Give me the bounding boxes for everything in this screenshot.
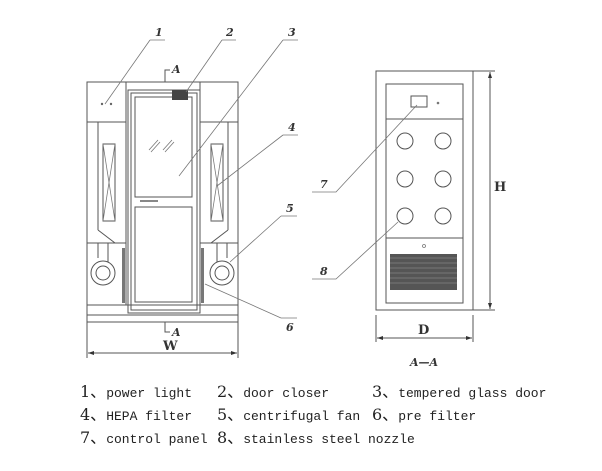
legend-item-3: 3、tempered glass door: [372, 382, 547, 401]
callout-5: 5: [286, 202, 294, 215]
section-marker-top: A: [171, 63, 181, 76]
legend-item-4: 4、HEPA filter: [80, 405, 193, 424]
callout-1: 1: [155, 26, 163, 39]
callout-3: 3: [288, 26, 296, 39]
legend-item-6: 6、pre filter: [372, 405, 477, 424]
callout-4: 4: [288, 121, 296, 134]
legend-item-8: 8、stainless steel nozzle: [217, 428, 415, 447]
callout-8: 8: [320, 265, 328, 278]
callout-2: 2: [225, 26, 234, 39]
glass-door: [127, 89, 201, 314]
door-closer: [172, 90, 188, 100]
pre-filter-left: [122, 248, 125, 303]
pre-filter-right: [201, 248, 204, 303]
hepa-filter-right: [210, 122, 229, 244]
section-marker-bottom: A: [171, 326, 181, 339]
front-view: A A W: [86, 63, 239, 358]
section-label: A—A: [409, 356, 439, 369]
section-view: H D A—A: [375, 70, 506, 369]
callouts: 1 2 3 4 5 6 7 8: [104, 26, 418, 334]
air-grille: [390, 254, 457, 290]
hepa-filter-left: [97, 122, 116, 244]
callout-6: 6: [286, 321, 294, 334]
centrifugal-fan-left: [90, 243, 116, 286]
legend-item-2: 2、door closer: [217, 382, 330, 401]
centrifugal-fan-right: [209, 243, 235, 286]
control-panel: [410, 95, 428, 108]
legend-item-5: 5、centrifugal fan: [217, 405, 361, 424]
callout-7: 7: [320, 178, 328, 191]
nozzles: [396, 132, 452, 225]
legend-item-7: 7、control panel: [80, 428, 208, 447]
height-dimension-label: H: [494, 180, 506, 195]
width-dimension-label: W: [162, 339, 178, 354]
power-light-icon: [100, 102, 104, 106]
depth-dimension-label: D: [418, 323, 429, 338]
legend-item-1: 1、power light: [80, 382, 193, 401]
